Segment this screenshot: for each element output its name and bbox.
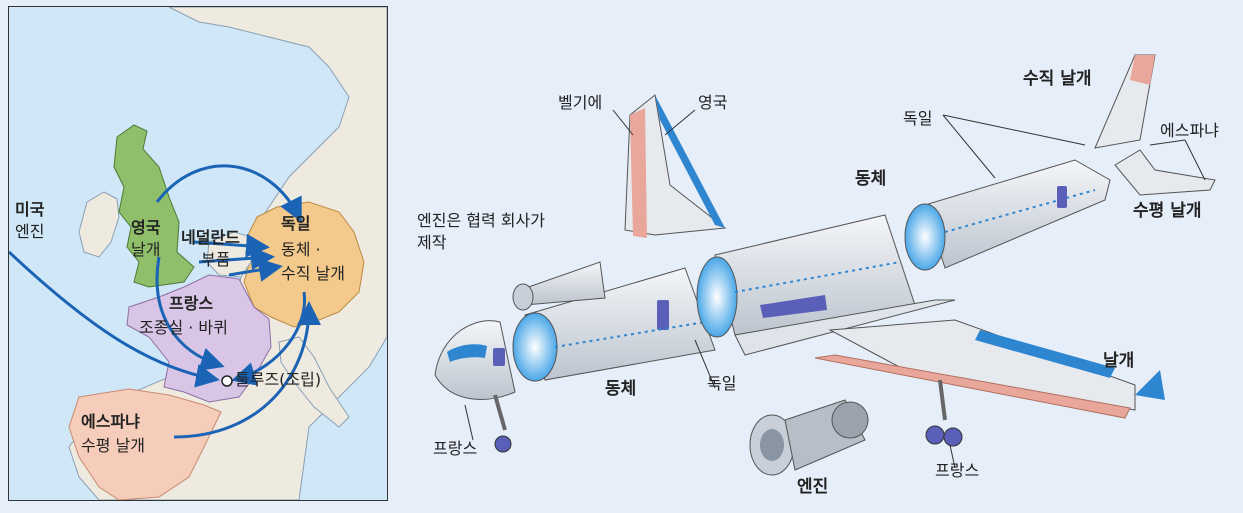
toulouse-label: 툴루즈(조립) (235, 370, 322, 389)
europe-map: 미국 엔진 영국 날개 네덜란드 부품 독일 동체 · 수직 날개 프랑스 조종… (8, 6, 388, 501)
center-fuselage (696, 214, 956, 356)
germany-lower-label: 독일 (707, 374, 737, 393)
airplane-diagram: 벨기에 영국 엔진은 협력 회사가 제작 동체 독일 수직 날개 에스파냐 수평… (395, 0, 1243, 513)
horizontal-tail (1114, 149, 1216, 196)
germany-part-label-1: 동체 · (281, 240, 321, 259)
arrow-nl-germany-2 (198, 246, 275, 271)
uk-region (113, 124, 195, 288)
france-gear-label: 프랑스 (935, 461, 980, 480)
germany-region (243, 201, 365, 328)
arrow-usa-toulouse (9, 250, 220, 388)
detached-tail (624, 94, 727, 238)
france-country-label: 프랑스 (169, 294, 214, 313)
main-gear (925, 379, 963, 447)
france-nose-label: 프랑스 (433, 439, 478, 458)
spain-region (68, 388, 222, 500)
netherlands-part-label: 부품 (201, 250, 231, 269)
map-graphic (9, 7, 387, 500)
uk-part-label: 날개 (131, 240, 161, 259)
vertical-tail (1094, 54, 1156, 149)
netherlands-country-label: 네덜란드 (181, 228, 240, 247)
italy-region (278, 336, 350, 428)
uk-plane-label: 영국 (698, 93, 728, 112)
engine-bottom (749, 399, 869, 476)
horizontal-tail-label: 수평 날개 (1133, 201, 1202, 221)
engine-partner-label-2: 제작 (417, 233, 447, 252)
arrow-uk-toulouse (155, 256, 225, 371)
toulouse-dot (221, 375, 233, 387)
usa-part-label: 엔진 (15, 222, 45, 241)
wing-label: 날개 (1103, 351, 1135, 371)
uk-country-label: 영국 (131, 218, 161, 237)
spain-part-label: 수평 날개 (81, 436, 145, 455)
rear-fuselage (904, 159, 1111, 271)
front-fuselage (512, 267, 716, 382)
arrow-uk-germany (155, 164, 302, 223)
fuselage-upper-label: 동체 (855, 169, 887, 189)
supply-arrows (9, 164, 321, 439)
belgium-label: 벨기에 (558, 93, 603, 112)
arrow-spain-toulouse (173, 301, 321, 439)
nose-gear (493, 394, 512, 453)
fuselage-lower-label: 동체 (605, 379, 637, 399)
germany-part-label-2: 수직 날개 (281, 264, 345, 283)
spain-plane-label: 에스파냐 (1160, 121, 1219, 140)
ireland (78, 191, 120, 258)
arrow-nl-germany-1 (193, 233, 270, 258)
wing (814, 319, 1165, 419)
engine-left (512, 261, 606, 311)
germany-country-label: 독일 (281, 214, 311, 233)
usa-country-label: 미국 (15, 200, 45, 219)
vertical-tail-label: 수직 날개 (1023, 69, 1092, 89)
arrow-france-germany (228, 258, 283, 282)
engine-partner-label-1: 엔진은 협력 회사가 (417, 211, 545, 230)
france-part-label: 조종실 · 바퀴 (139, 318, 228, 337)
engine-label: 엔진 (797, 477, 829, 497)
leader-lines (464, 109, 1206, 469)
germany-upper-label: 독일 (903, 109, 933, 128)
spain-country-label: 에스파냐 (81, 412, 140, 431)
nose-section (434, 320, 516, 400)
airplane-graphic (434, 54, 1216, 476)
